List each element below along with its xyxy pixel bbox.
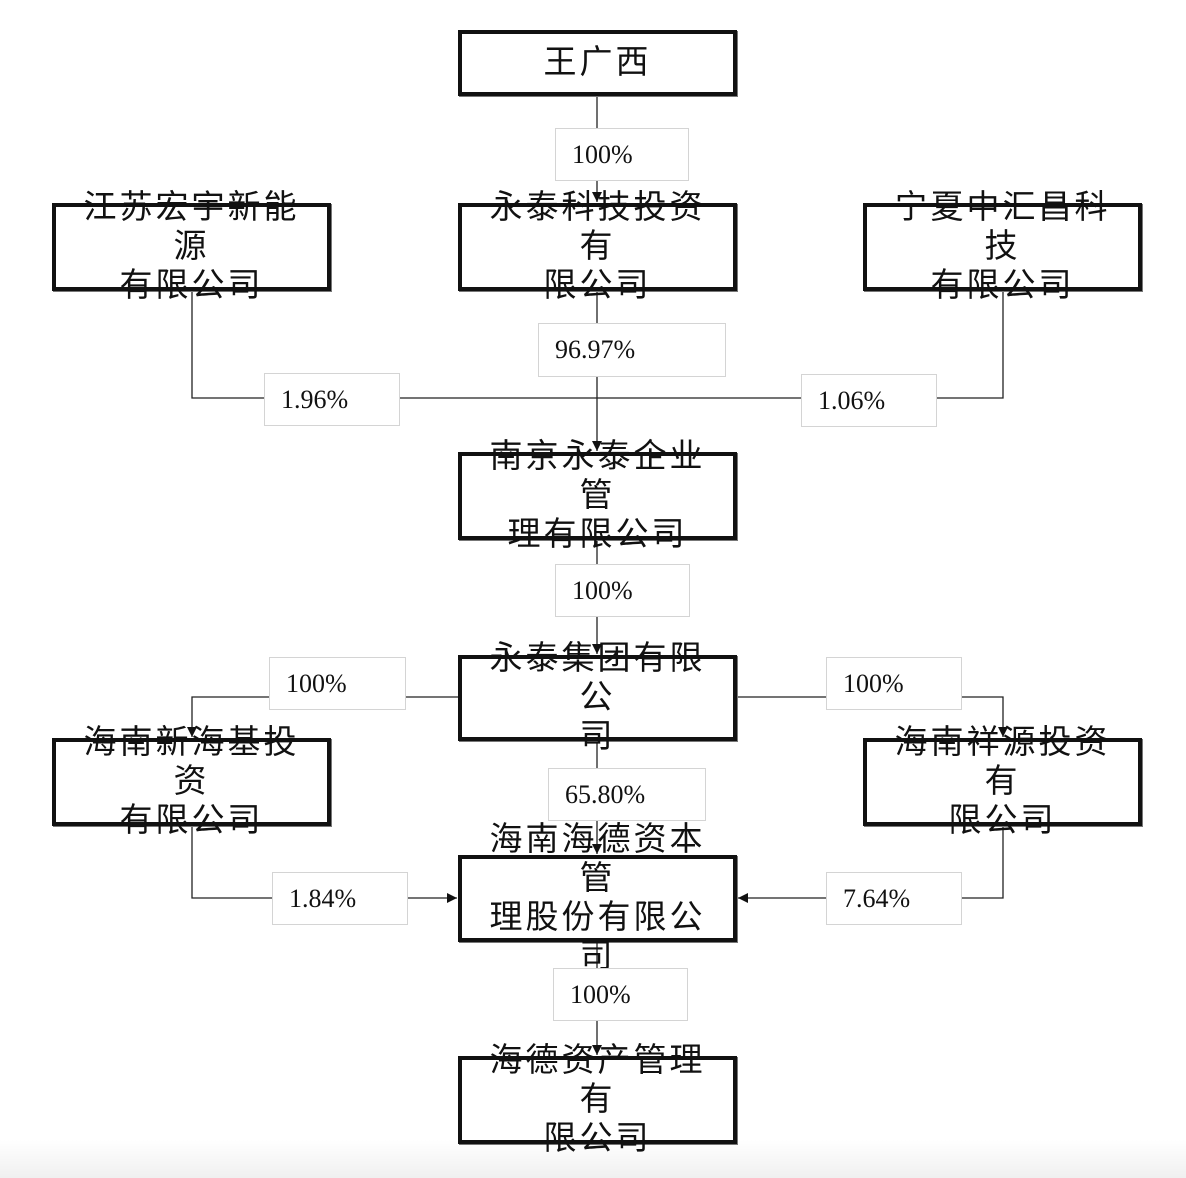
ownership-label: 100% — [553, 968, 688, 1021]
entity-name-line2: 理有限公司 — [507, 516, 688, 553]
ownership-label: 100% — [555, 128, 689, 181]
entity-wang-guangxi: 王广西 — [458, 30, 737, 96]
ownership-label: 100% — [555, 564, 690, 617]
entity-hainan-xiangyuan: 海南祥源投资有 限公司 — [863, 725, 1142, 839]
entity-name-line2: 理股份有限公司 — [489, 899, 706, 975]
ownership-label: 100% — [269, 657, 406, 710]
entity-name-line1: 永泰科技投资有 — [489, 189, 706, 265]
entity-name-line2: 限公司 — [543, 267, 652, 304]
edge-jiangsu-to-nanjing — [191, 290, 597, 399]
entity-ningxia-zhonghuichang: 宁夏中汇昌科技 有限公司 — [863, 190, 1142, 304]
entity-name-line1: 南京永泰企业管 — [489, 438, 706, 514]
entity-name-line1: 海德资产管理有 — [489, 1042, 706, 1118]
ownership-label: 1.06% — [801, 374, 937, 427]
edge-yongtai-group-to-xiangyuan — [737, 696, 1008, 737]
entity-jiangsu-hongyu: 江苏宏宇新能源 有限公司 — [52, 190, 331, 304]
entity-name-line2: 有限公司 — [119, 802, 264, 839]
entity-name-line1: 永泰集团有限公 — [489, 640, 706, 716]
entity-haide-asset-management: 海德资产管理有 限公司 — [458, 1043, 737, 1157]
ownership-label: 1.96% — [264, 373, 400, 426]
entity-name-line2: 限公司 — [948, 802, 1057, 839]
entity-name-line2: 限公司 — [543, 1120, 652, 1157]
entity-yongtai-tech-investment: 永泰科技投资有 限公司 — [458, 190, 737, 304]
entity-name-line2: 有限公司 — [119, 267, 264, 304]
ownership-label: 1.84% — [272, 872, 408, 925]
entity-nanjing-yongtai: 南京永泰企业管 理有限公司 — [458, 439, 737, 553]
ownership-label: 7.64% — [826, 872, 962, 925]
entity-name-line1: 海南祥源投资有 — [894, 724, 1111, 800]
edge-ningxia-to-nanjing — [597, 290, 1004, 399]
entity-yongtai-group: 永泰集团有限公 司 — [458, 641, 737, 755]
entity-name-line1: 海南新海基投资 — [83, 724, 300, 800]
entity-name-line2: 有限公司 — [930, 267, 1075, 304]
entity-name-line1: 海南海德资本管 — [489, 821, 706, 897]
ownership-label: 96.97% — [538, 323, 726, 377]
entity-hainan-xinhaiji: 海南新海基投资 有限公司 — [52, 725, 331, 839]
entity-name-line2: 司 — [579, 718, 616, 755]
entity-hainan-haide-capital: 海南海德资本管 理股份有限公司 — [458, 822, 737, 975]
ownership-label: 65.80% — [548, 768, 706, 821]
ownership-label: 100% — [826, 657, 962, 710]
entity-name: 王广西 — [543, 44, 652, 81]
entity-name-line1: 江苏宏宇新能源 — [83, 189, 300, 265]
entity-name-line1: 宁夏中汇昌科技 — [894, 189, 1111, 265]
